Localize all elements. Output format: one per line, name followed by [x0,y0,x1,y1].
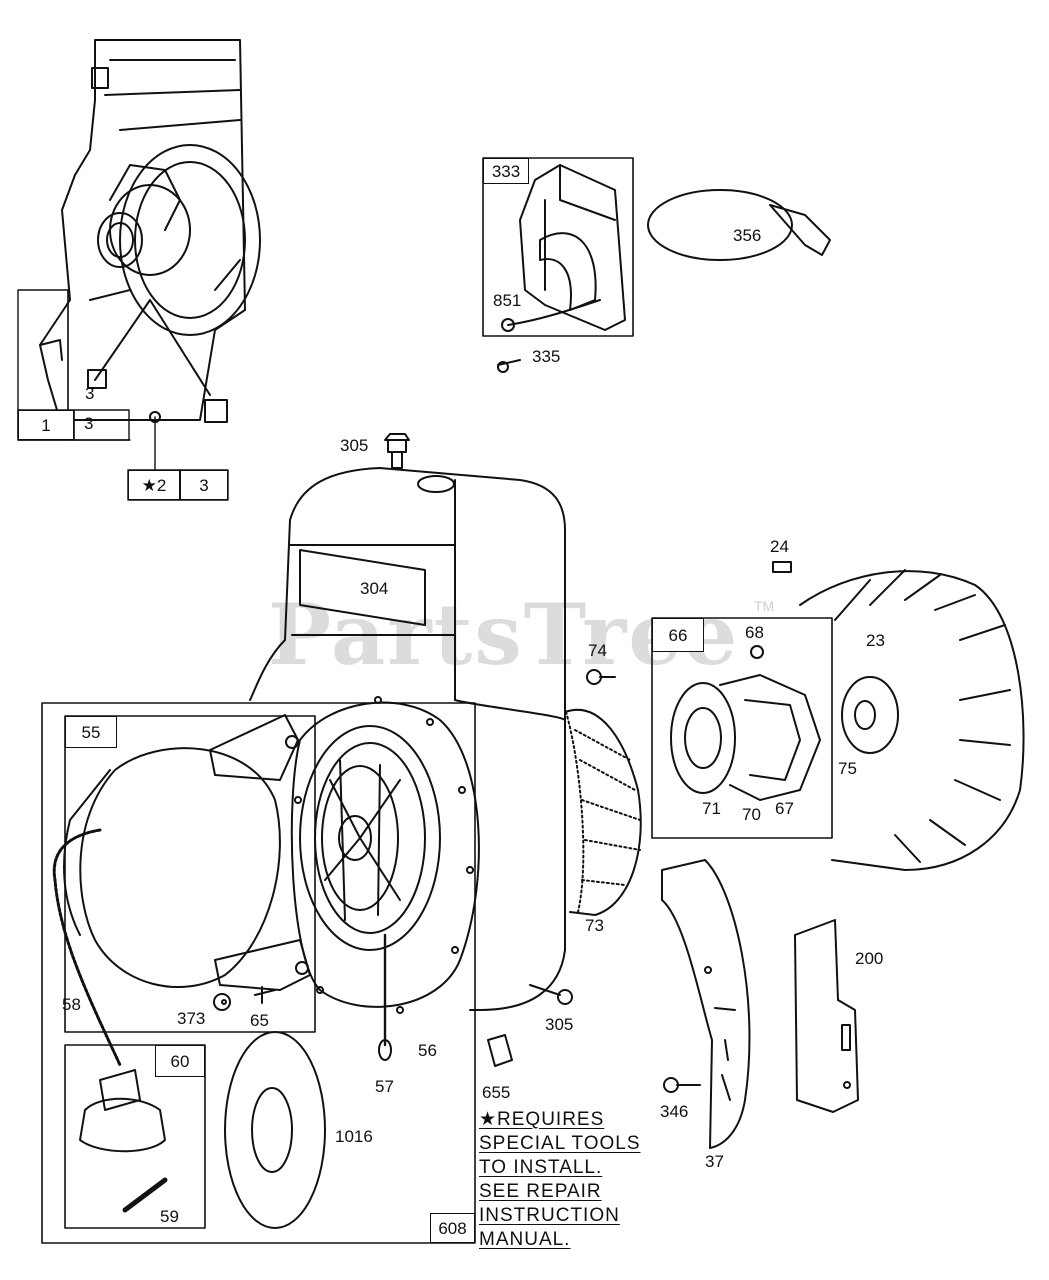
rotating-screen [564,709,642,916]
part-label-55[interactable]: 55 [65,716,117,748]
part-label-75[interactable]: 75 [838,759,857,778]
part-label-305-top[interactable]: 305 [340,436,369,455]
part-label-3a[interactable]: 3 [84,414,94,433]
baffle-200 [794,919,859,1113]
note-line-5: INSTRUCTION [479,1205,620,1226]
part-label-66[interactable]: 66 [652,618,704,652]
part-label-304[interactable]: 304 [360,579,389,598]
part-label-58[interactable]: 58 [62,995,81,1014]
blower-housing [249,467,566,1011]
part-label-57[interactable]: 57 [375,1077,394,1096]
part-label-851[interactable]: 851 [493,291,522,310]
part-label-1[interactable]: 1 [18,410,74,440]
part-label-73[interactable]: 73 [585,916,604,935]
part-label-305-side[interactable]: 305 [545,1015,574,1034]
crankcase-callout-lines [17,289,229,501]
baffle-37 [661,859,751,1149]
part-label-74[interactable]: 74 [588,641,607,660]
note-line-2: SPECIAL TOOLS [479,1133,641,1154]
part-label-333[interactable]: 333 [483,158,529,184]
note-line-4: SEE REPAIR [479,1181,602,1202]
part-label-60[interactable]: 60 [155,1045,205,1077]
part-label-373[interactable]: 373 [177,1009,206,1028]
part-label-2[interactable]: ★2 [128,470,180,500]
ground-wire [647,189,831,261]
special-tools-note: ★REQUIRES SPECIAL TOOLS TO INSTALL. SEE … [479,1108,641,1252]
bolt-305-top [384,433,410,469]
note-line-3: TO INSTALL. [479,1157,603,1178]
note-line-6: MANUAL. [479,1229,571,1250]
part-label-68[interactable]: 68 [745,623,764,642]
part-label-335[interactable]: 335 [532,347,561,366]
part-label-71[interactable]: 71 [702,799,721,818]
part-label-200[interactable]: 200 [855,949,884,968]
flywheel [586,561,1025,871]
small-parts [221,984,573,1067]
starter-assembly [41,696,480,1244]
part-label-65[interactable]: 65 [250,1011,269,1030]
flywheel-group [651,617,833,839]
part-label-59[interactable]: 59 [160,1207,179,1226]
part-label-67[interactable]: 67 [775,799,794,818]
part-label-1016[interactable]: 1016 [335,1127,373,1146]
part-label-70[interactable]: 70 [742,805,761,824]
part-label-24[interactable]: 24 [770,537,789,556]
part-label-3b[interactable]: 3 [85,384,95,403]
part-label-23[interactable]: 23 [866,631,885,650]
watermark-tm: TM [754,598,775,614]
part-label-37[interactable]: 37 [705,1152,724,1171]
part-label-356[interactable]: 356 [733,226,762,245]
part-label-56[interactable]: 56 [418,1041,437,1060]
crankcase-drawing [39,39,261,423]
part-label-655[interactable]: 655 [482,1083,511,1102]
part-label-608[interactable]: 608 [430,1213,475,1243]
note-line-1: ★REQUIRES [479,1109,605,1130]
part-label-3c[interactable]: 3 [180,470,228,500]
part-label-346[interactable]: 346 [660,1102,689,1121]
armature-group [482,157,634,373]
